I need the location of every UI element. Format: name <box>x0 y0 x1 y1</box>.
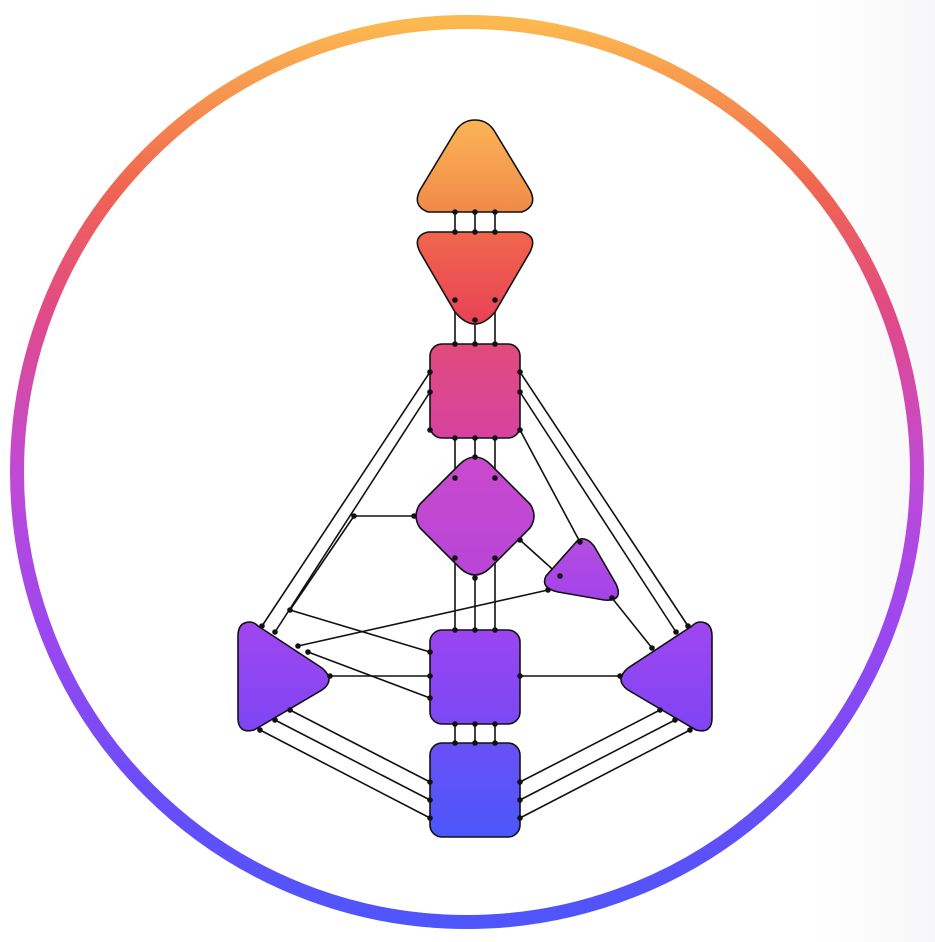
sacral-center <box>429 629 521 725</box>
outer-ring <box>10 15 924 929</box>
solar-plexus-center <box>620 621 713 732</box>
g-center <box>415 456 535 576</box>
gate-dots <box>257 209 693 821</box>
spleen-center <box>237 621 330 732</box>
throat-center <box>429 343 521 439</box>
root-center <box>429 742 521 838</box>
ajna-center <box>416 231 534 325</box>
head-center <box>416 119 534 213</box>
ego-center <box>543 538 620 601</box>
